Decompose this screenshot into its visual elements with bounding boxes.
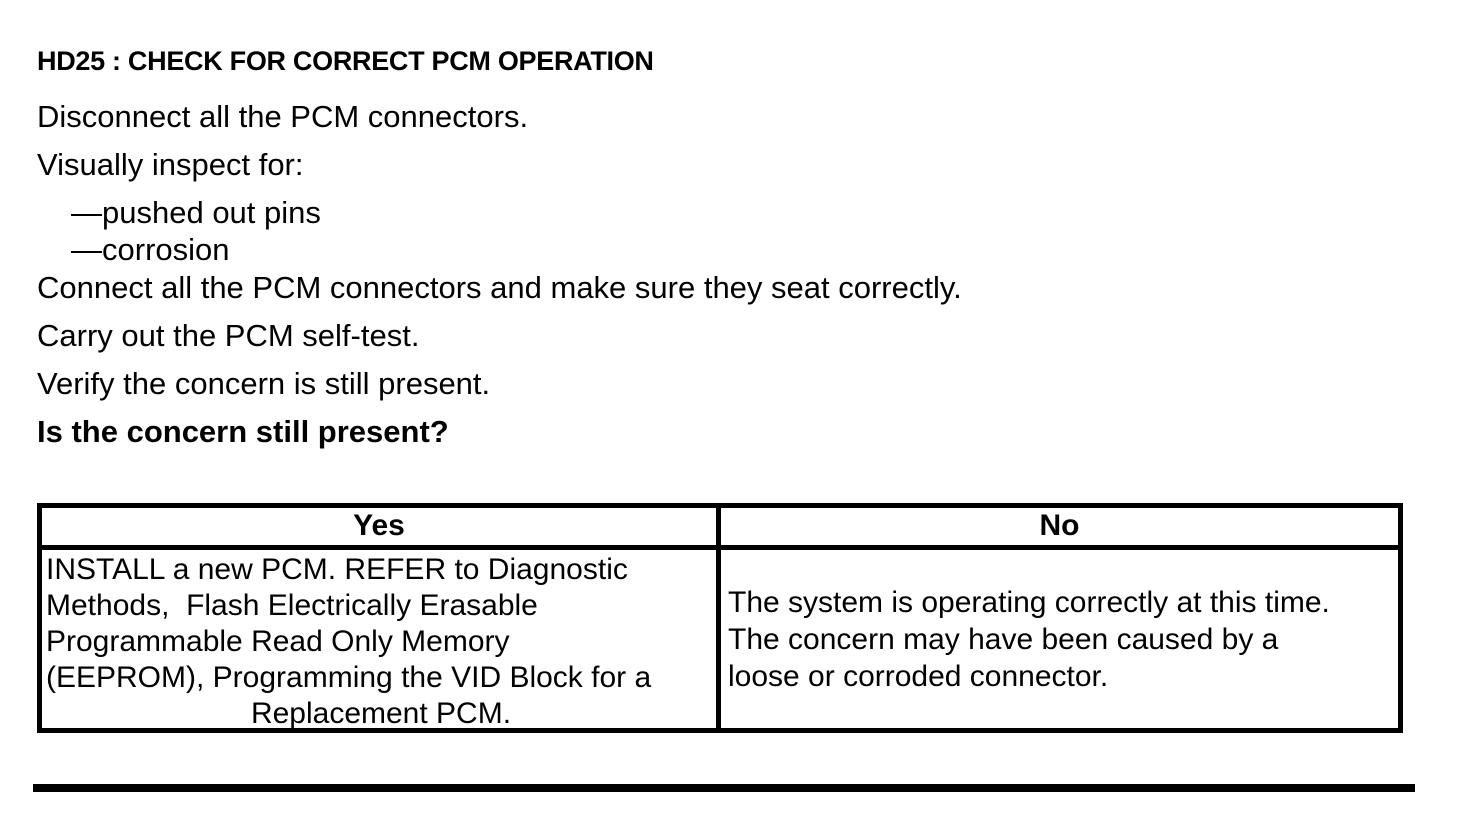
decision-table-body-row: INSTALL a new PCM. REFER to Diagnostic M… (42, 550, 1398, 730)
no-action-line: The system is operating correctly at thi… (728, 585, 1330, 619)
procedure-question: Is the concern still present? (37, 414, 449, 449)
procedure-bullet-corrosion: —corrosion (71, 232, 230, 267)
no-column-header: No (1039, 509, 1080, 542)
procedure-line-inspect: Visually inspect for: (37, 147, 304, 182)
procedure-line-connect: Connect all the PCM connectors and make … (37, 270, 962, 305)
decision-table-header-row: Yes No (42, 508, 1398, 550)
no-action-line: loose or corroded connector. (728, 659, 1109, 693)
no-action-line: The concern may have been caused by a (728, 622, 1279, 656)
no-action-text: The system is operating correctly at thi… (721, 550, 1398, 728)
yes-action-line: INSTALL a new PCM. REFER to Diagnostic (46, 553, 628, 586)
yes-action-line: Replacement PCM. (250, 697, 512, 730)
procedure-line-verify: Verify the concern is still present. (37, 366, 491, 401)
no-action-cell: The system is operating correctly at thi… (721, 550, 1398, 728)
page-title: HD25 : CHECK FOR CORRECT PCM OPERATION (37, 46, 654, 76)
yes-action-line: Methods, Flash Electrically Erasable (46, 589, 538, 622)
procedure-line-disconnect: Disconnect all the PCM connectors. (37, 99, 529, 134)
yes-action-line: Programmable Read Only Memory (46, 625, 510, 658)
yes-action-line: (EEPROM), Programming the VID Block for … (46, 661, 652, 694)
horizontal-rule (33, 784, 1415, 792)
decision-table: Yes No INSTALL a new PCM. REFER to Diagn… (37, 503, 1403, 733)
procedure-bullet-pushed-pins: —pushed out pins (71, 195, 321, 230)
yes-action-cell: INSTALL a new PCM. REFER to Diagnostic M… (42, 550, 721, 730)
yes-column-header: Yes (42, 508, 721, 545)
procedure-line-selftest: Carry out the PCM self-test. (37, 318, 420, 353)
yes-action-text: INSTALL a new PCM. REFER to Diagnostic M… (42, 550, 716, 732)
